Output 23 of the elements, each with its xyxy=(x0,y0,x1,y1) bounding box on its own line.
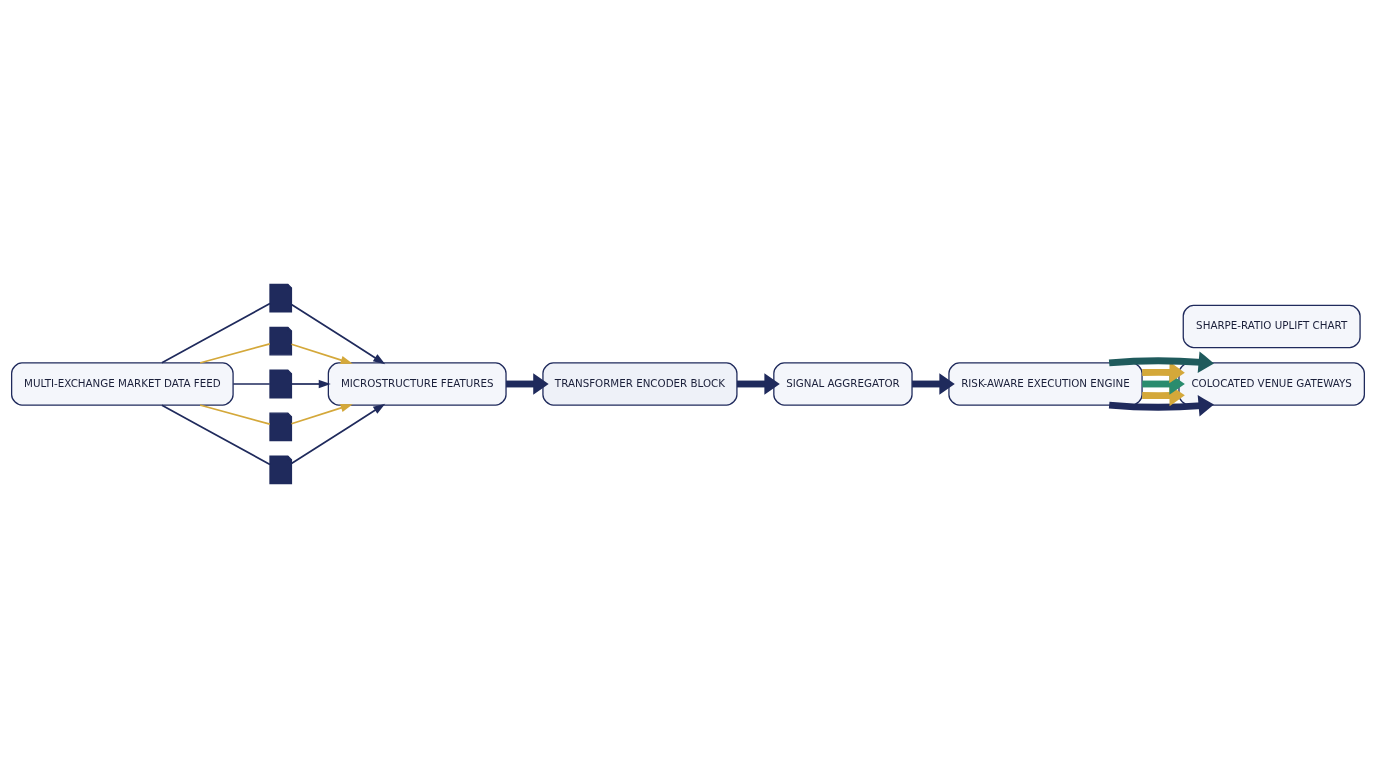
arrow xyxy=(737,373,780,395)
connector xyxy=(199,404,271,426)
node-box: SHARPE-RATIO UPLIFT CHART xyxy=(1182,304,1361,349)
arrow xyxy=(290,379,331,389)
arrow xyxy=(1108,351,1214,373)
connector xyxy=(161,404,271,466)
node-box: TRANSFORMER ENCODER BLOCK xyxy=(542,362,738,406)
node-box: COLOCATED VENUE GATEWAYS xyxy=(1178,362,1365,406)
connector xyxy=(232,383,271,385)
arrow xyxy=(506,373,549,395)
node-box: RISK-AWARE EXECUTION ENGINE xyxy=(948,362,1143,406)
arrow xyxy=(1108,395,1214,417)
arrow xyxy=(290,303,386,365)
node-box: MULTI-EXCHANGE MARKET DATA FEED xyxy=(11,362,234,406)
arrow xyxy=(912,373,955,395)
arrow xyxy=(290,343,353,365)
arrow xyxy=(1142,361,1185,384)
node-box: MICROSTRUCTURE FEATURES xyxy=(327,362,507,406)
arrow xyxy=(290,403,353,425)
connector xyxy=(161,302,271,364)
node-box: SIGNAL AGGREGATOR xyxy=(773,362,913,406)
connector xyxy=(199,342,271,364)
arrow xyxy=(290,403,386,465)
